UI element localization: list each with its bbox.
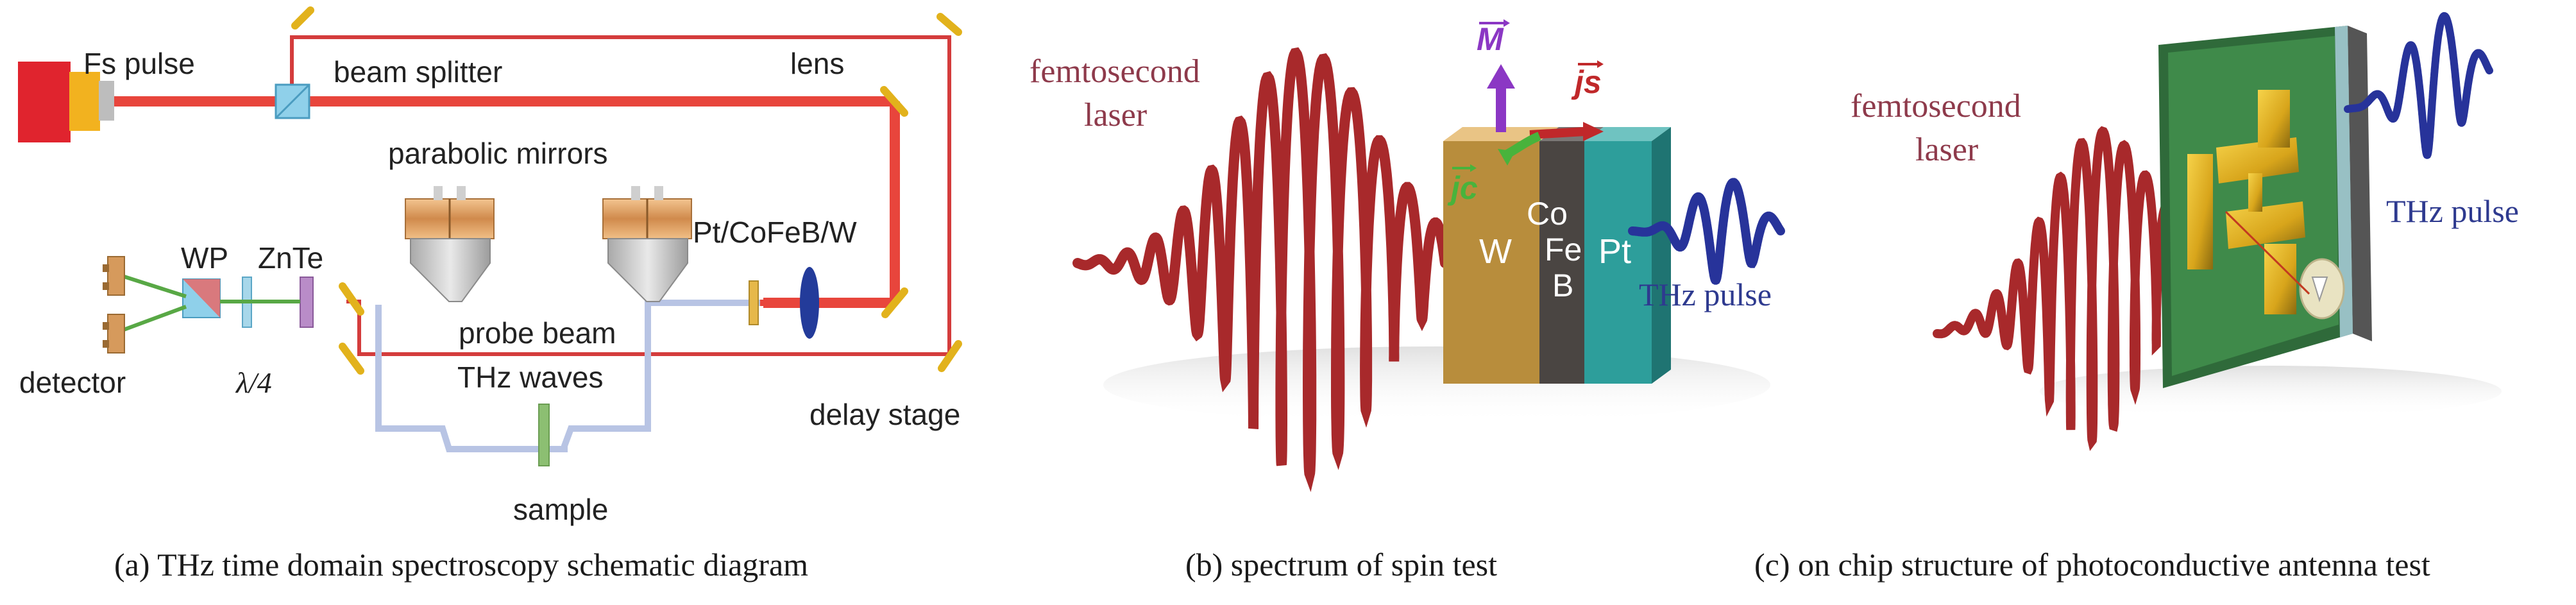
panel-a: Fs pulse beam splitter lens parabolic mi… — [18, 6, 962, 526]
label-quarter-wave: λ/4 — [235, 366, 272, 399]
arrow-js — [1529, 127, 1585, 139]
label-femtosecond-c: femtosecond — [1851, 88, 2021, 124]
parabolic-mirror-right — [602, 186, 692, 302]
detectors — [103, 256, 125, 354]
label-thz-waves: THz waves — [457, 361, 603, 394]
label-parabolic-mirrors: parabolic mirrors — [388, 137, 608, 170]
mirror — [936, 13, 962, 36]
mirrors — [291, 6, 962, 375]
lens — [800, 267, 819, 339]
label-b: B — [1552, 268, 1573, 303]
caption-c: (c) on chip structure of photoconductive… — [1754, 547, 2430, 583]
antenna-pad-bottom — [2226, 201, 2305, 249]
mirror — [881, 287, 908, 318]
laser-aperture — [99, 81, 114, 121]
label-znte: ZnTe — [258, 241, 323, 275]
laser-head — [69, 72, 100, 131]
label-femtosecond: femtosecond — [1030, 53, 1200, 90]
label-m: M — [1477, 21, 1504, 57]
detector-top — [107, 256, 125, 296]
label-pt: Pt — [1598, 232, 1631, 271]
label-jc: jc — [1447, 170, 1478, 206]
arrow-m — [1496, 82, 1506, 132]
antenna-pad-top — [2216, 137, 2299, 183]
label-beam-splitter: beam splitter — [334, 55, 502, 89]
antenna-chip — [2158, 26, 2372, 388]
green-probe — [121, 274, 300, 332]
label-delay-stage: delay stage — [809, 398, 960, 431]
label-detector: detector — [19, 366, 126, 399]
label-thz-pulse-c: THz pulse — [2386, 193, 2519, 229]
sample-slab — [538, 404, 550, 466]
pump-beam — [114, 96, 900, 308]
label-fs-pulse: Fs pulse — [83, 47, 195, 80]
label-thz-pulse-b: THz pulse — [1639, 277, 1772, 312]
ground-shadow-c — [2040, 366, 2502, 417]
label-lens: lens — [790, 47, 844, 80]
laser-wave — [1072, 47, 1450, 493]
detector-bottom — [107, 314, 125, 354]
mirror — [339, 282, 364, 316]
panel-b: femtosecond laser M js jc W Co Fe B Pt T… — [1030, 19, 1785, 493]
label-w: W — [1479, 232, 1512, 271]
label-laser: laser — [1084, 97, 1147, 133]
mirror — [880, 86, 908, 117]
label-probe-beam: probe beam — [459, 316, 616, 350]
label-wp: WP — [181, 241, 228, 275]
label-fe: Fe — [1545, 232, 1582, 268]
caption-b: (b) spectrum of spin test — [1185, 547, 1498, 583]
znte-crystal — [300, 277, 314, 328]
layer-cofeb — [1539, 141, 1584, 384]
thz-wave-c — [2344, 12, 2493, 159]
mirror — [291, 6, 314, 30]
mirror — [339, 343, 364, 375]
parabolic-mirror-left — [405, 186, 495, 302]
label-emitter: Pt/CoFeB/W — [693, 216, 857, 249]
label-js: js — [1571, 64, 1602, 100]
panel-c: femtosecond laser THz pulse — [1851, 12, 2519, 451]
mirror — [938, 340, 962, 372]
caption-a: (a) THz time domain spectroscopy schemat… — [114, 547, 809, 583]
layer-pt — [1584, 141, 1652, 384]
emitter-chip — [749, 280, 759, 325]
layer-w — [1443, 141, 1539, 384]
label-co: Co — [1527, 196, 1568, 232]
label-sample: sample — [513, 493, 608, 526]
laser-source — [18, 62, 71, 142]
thz-wave — [1628, 178, 1785, 285]
laser-wave-c — [1933, 126, 2200, 451]
label-laser-c: laser — [1915, 132, 1978, 168]
